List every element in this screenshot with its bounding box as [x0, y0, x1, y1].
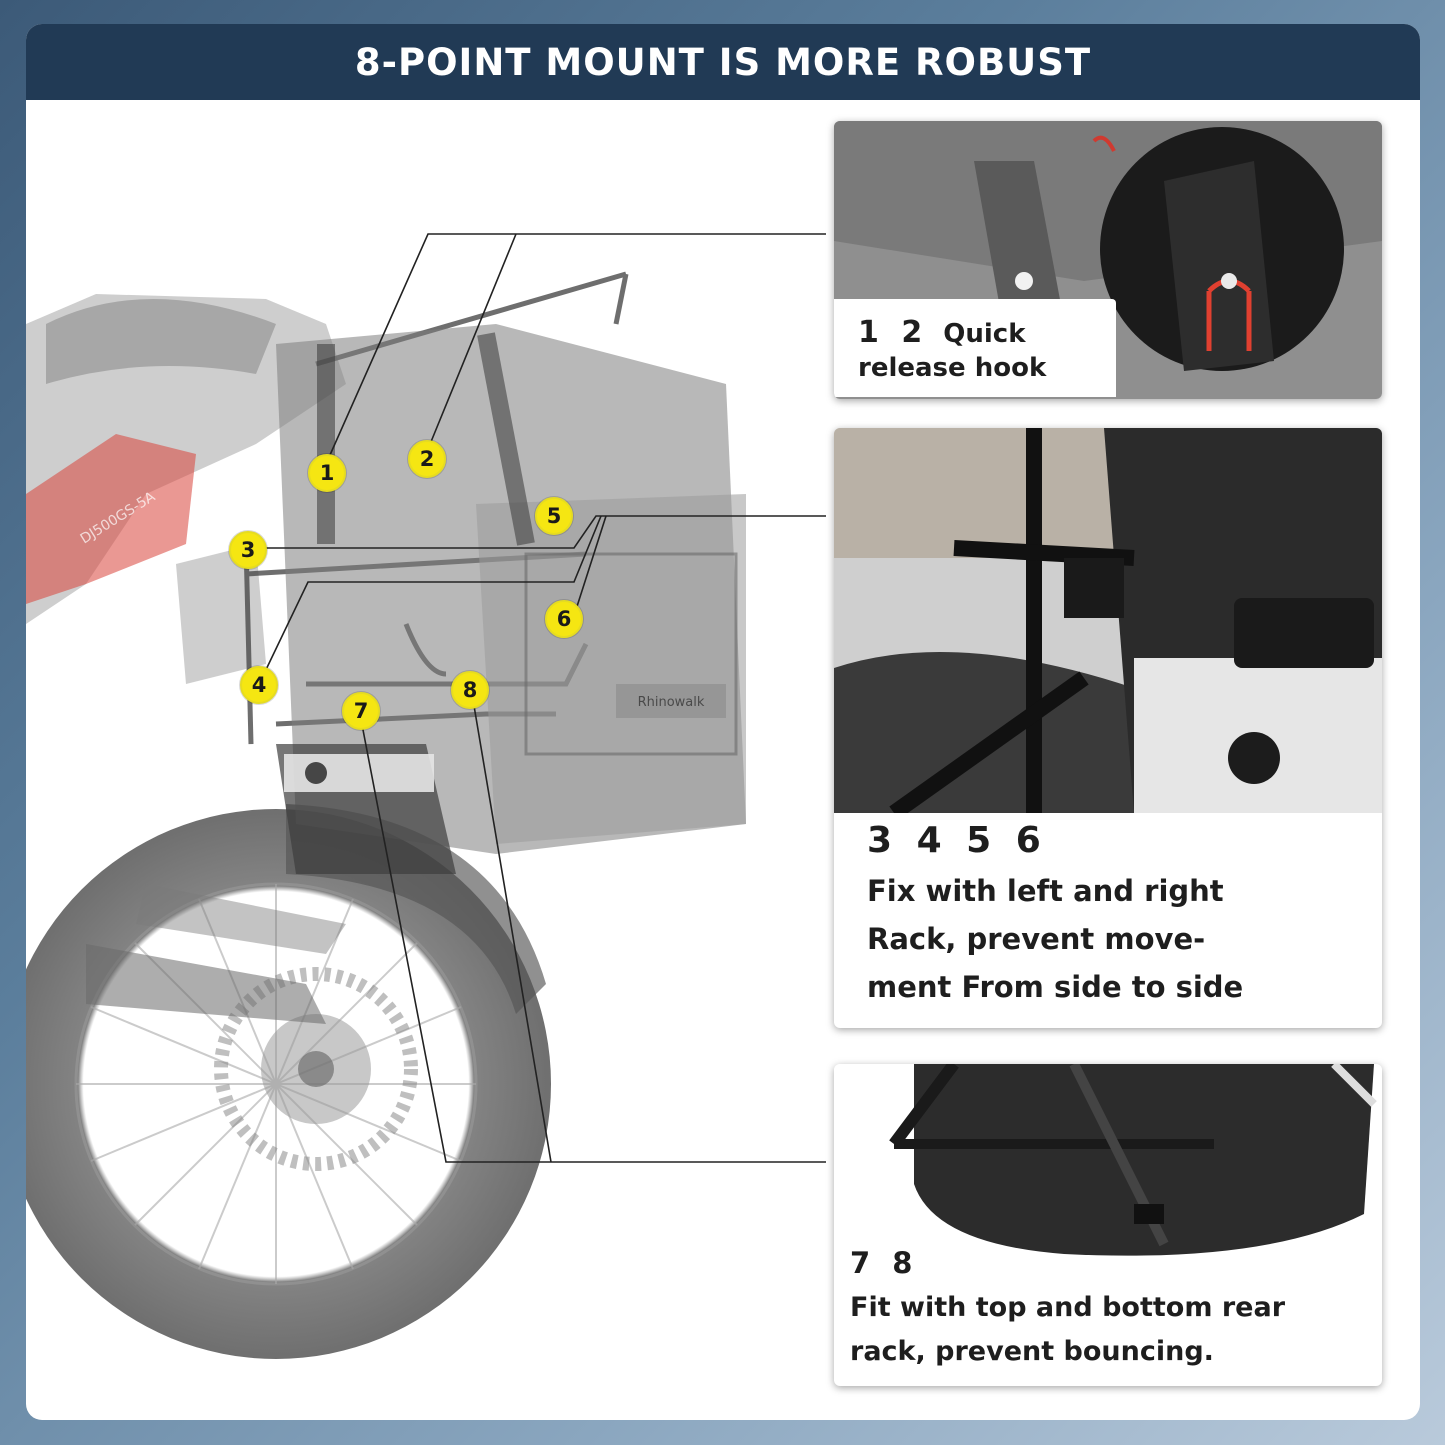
infographic-frame: DJ500GS-5A [26, 24, 1420, 1420]
caption-line-2: Rack, prevent move- [867, 922, 1206, 956]
mount-point-3: 3 [229, 531, 267, 569]
caption-line-2: release hook [858, 353, 1047, 383]
caption-line-1: Fit with top and bottom rear [850, 1292, 1286, 1323]
brand-text: Rhinowalk [638, 695, 705, 710]
caption-line-2: rack, prevent bouncing. [850, 1336, 1214, 1367]
mount-point-6: 6 [545, 600, 583, 638]
quick-release-hook-card: 1 2 Quick release hook [834, 121, 1382, 399]
points-1-2: 1 2 Quick [858, 315, 1026, 350]
caption-line-1: Fix with left and right [867, 874, 1224, 908]
side-rack-card: 3 4 5 6 Fix with left and right Rack, pr… [834, 428, 1382, 1028]
mount-point-2: 2 [408, 440, 446, 478]
caption-line-3: ment From side to side [867, 970, 1244, 1004]
mount-point-5: 5 [535, 497, 573, 535]
side-rack-photo [834, 428, 1382, 813]
mount-point-7: 7 [342, 692, 380, 730]
bottom-rack-photo [834, 1064, 1382, 1264]
mount-point-8: 8 [451, 671, 489, 709]
quick-release-hook-caption: 1 2 Quick release hook [834, 299, 1116, 397]
page-title: 8-POINT MOUNT IS MORE ROBUST [354, 40, 1092, 84]
header-banner: 8-POINT MOUNT IS MORE ROBUST [26, 24, 1420, 100]
motorcycle-illustration: DJ500GS-5A [26, 233, 826, 1359]
caption-line-1: Quick [943, 319, 1026, 349]
mount-point-1: 1 [308, 454, 346, 492]
points-numbers: 1 2 [858, 315, 929, 350]
top-bottom-rack-card: 7 8 Fit with top and bottom rear rack, p… [834, 1064, 1382, 1386]
mount-point-4: 4 [240, 666, 278, 704]
points-3-4-5-6: 3 4 5 6 [867, 820, 1047, 861]
points-7-8: 7 8 [850, 1246, 919, 1280]
